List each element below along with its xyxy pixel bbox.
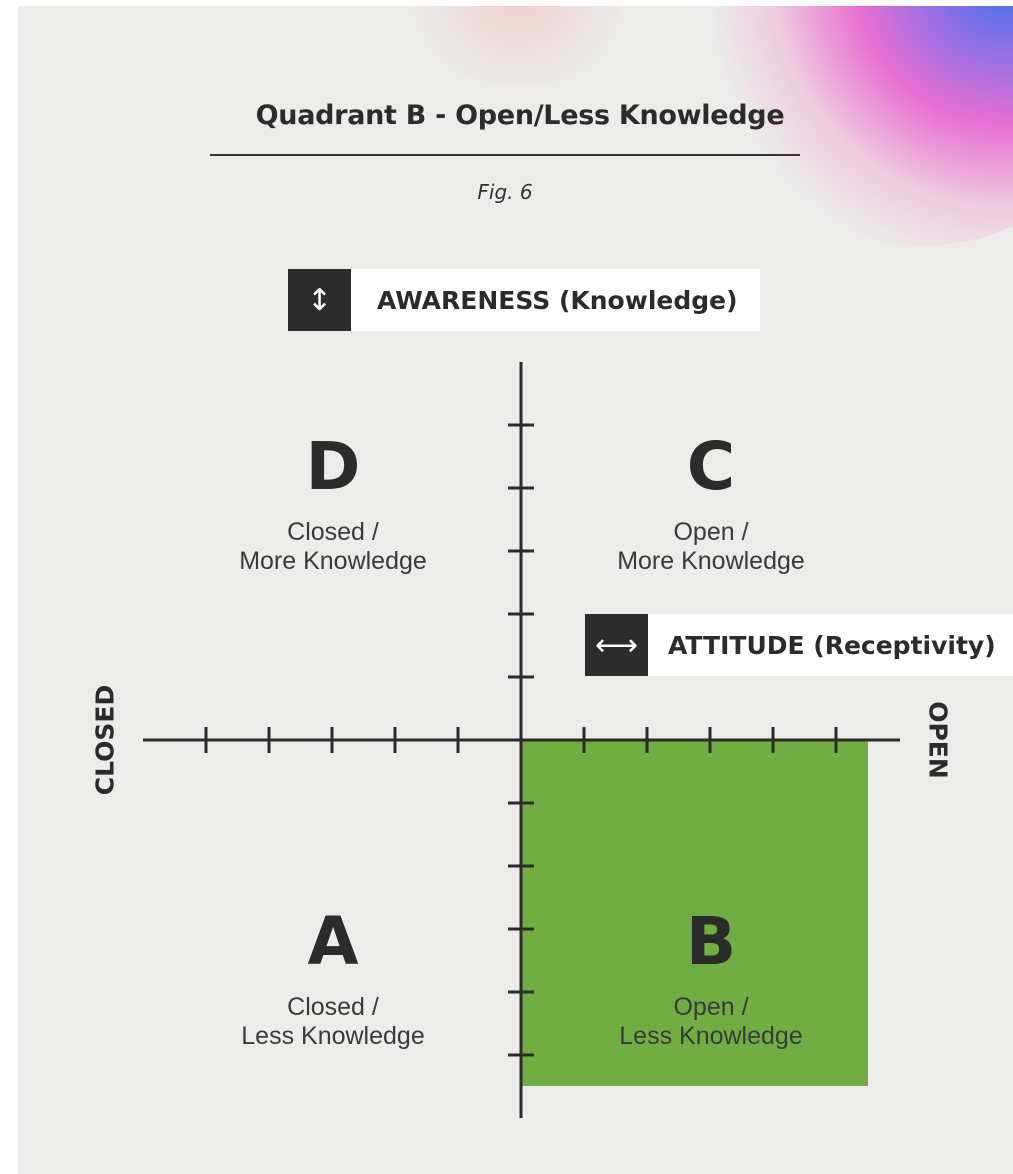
quadrant-b-label: Open / Less Knowledge	[551, 993, 871, 1051]
quadrant-b-line1: Open /	[673, 993, 749, 1021]
legend-attitude: ⟷ ATTITUDE (Receptivity)	[585, 614, 1013, 676]
quadrant-a-letter: A	[307, 903, 359, 980]
legend-attitude-label: ATTITUDE (Receptivity)	[668, 630, 996, 660]
diagram-title: Quadrant B - Open/Less Knowledge	[255, 100, 785, 131]
quadrant-a-line2: Less Knowledge	[241, 1022, 425, 1050]
quadrant-d-line1: Closed /	[287, 518, 379, 546]
quadrant-c-letter: C	[686, 428, 736, 505]
axis-label-open: OPEN	[923, 701, 953, 779]
quadrant-a-line1: Closed /	[287, 993, 379, 1021]
quadrant-c-line2: More Knowledge	[617, 547, 805, 575]
diagram-panel	[18, 6, 1013, 1174]
highlighted-quadrant-b	[521, 740, 868, 1086]
quadrant-c-line1: Open /	[673, 518, 749, 546]
quadrant-a-label: Closed / Less Knowledge	[173, 993, 493, 1051]
horizontal-arrow-icon: ⟷	[585, 614, 648, 676]
legend-awareness-label: AWARENESS (Knowledge)	[377, 285, 738, 315]
legend-awareness: ↕ AWARENESS (Knowledge)	[288, 269, 760, 331]
title-divider	[210, 154, 800, 156]
quadrant-d-letter: D	[305, 428, 361, 505]
quadrant-b-line2: Less Knowledge	[619, 1022, 803, 1050]
quadrant-d-label: Closed / More Knowledge	[173, 518, 493, 576]
quadrant-b-letter: B	[685, 903, 737, 980]
quadrant-c-label: Open / More Knowledge	[551, 518, 871, 576]
figure-label: Fig. 6	[477, 180, 533, 204]
axis-label-closed: CLOSED	[90, 684, 120, 796]
quadrant-d-line2: More Knowledge	[239, 547, 427, 575]
vertical-arrow-icon: ↕	[288, 269, 351, 331]
